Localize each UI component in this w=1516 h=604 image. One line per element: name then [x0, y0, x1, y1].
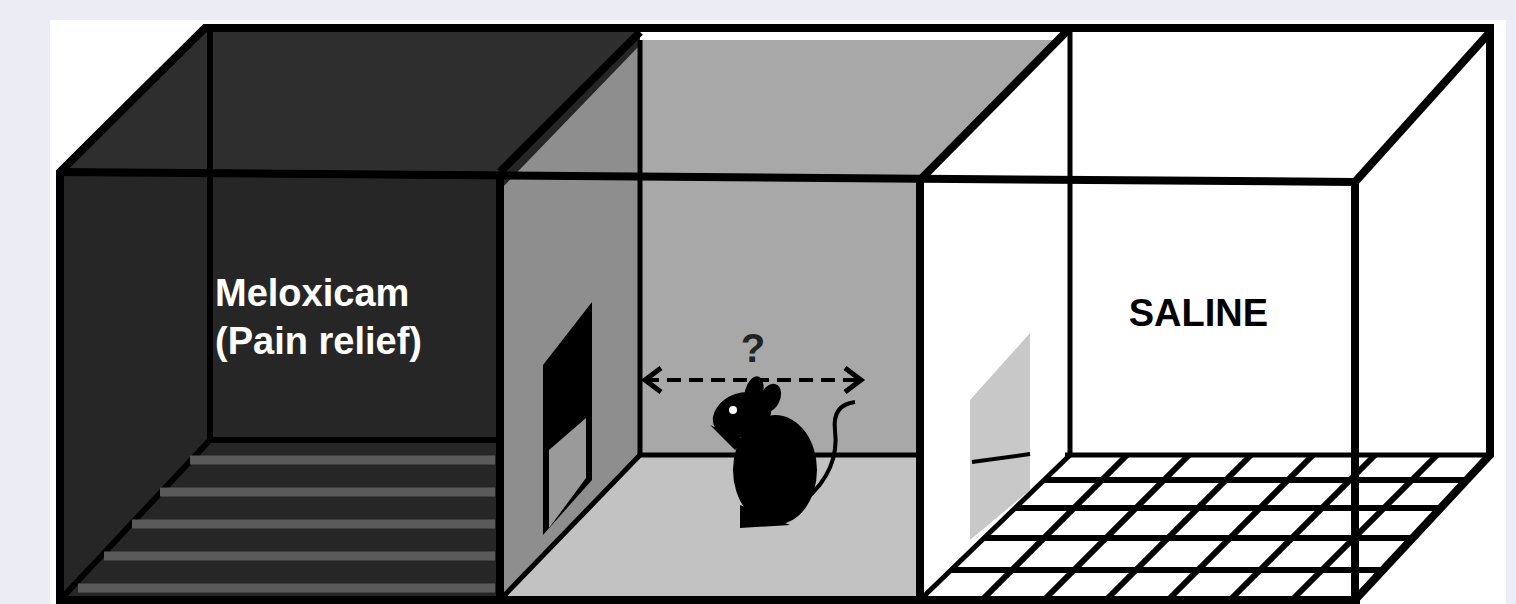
left-door-panel — [549, 418, 586, 528]
choice-arrow — [645, 368, 861, 392]
left-floor-edge — [210, 437, 500, 443]
grid-line — [1106, 455, 1251, 600]
grid-line — [1168, 455, 1313, 600]
chamber-label: SALINE — [874, 290, 1268, 338]
right-door-edge — [972, 454, 1030, 462]
chamber-label-area: Meloxicam (Pain relief) — [205, 262, 642, 392]
right-edge — [1068, 28, 1073, 455]
left-door — [543, 302, 592, 535]
grid-line — [982, 455, 1127, 600]
grid-floor — [951, 455, 1467, 600]
chamber-label: Meloxicam (Pain relief) — [215, 270, 475, 365]
edge-label: ? — [741, 328, 765, 368]
middle-edge — [638, 40, 643, 455]
drawing-ground — [50, 20, 1506, 604]
grid-line — [1044, 455, 1189, 600]
bar-floor — [78, 460, 495, 588]
grid-line — [1292, 455, 1437, 600]
box-outline — [56, 28, 1490, 604]
mouse-silhouette — [706, 374, 855, 528]
left-chamber — [60, 28, 640, 600]
mouse-eye — [729, 406, 737, 414]
chamber-label-area: SALINE — [864, 262, 1300, 392]
left-back-edge — [207, 28, 213, 440]
